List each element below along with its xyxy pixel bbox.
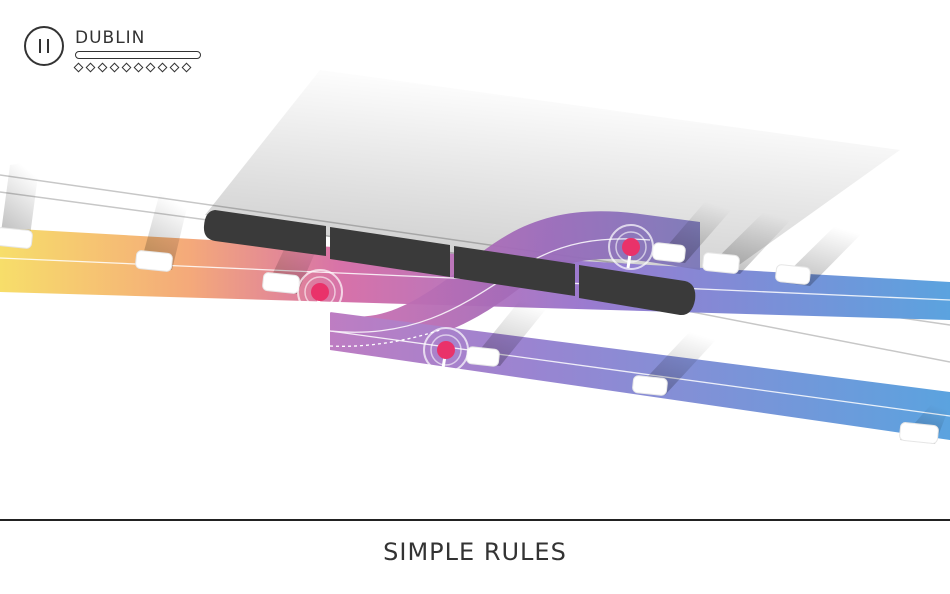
passenger: [899, 422, 939, 444]
train-car: [454, 246, 575, 296]
star-icon: [157, 62, 168, 73]
passenger: [262, 272, 300, 294]
level-progress-bar: [75, 51, 201, 59]
city-name: DUBLIN: [75, 28, 146, 48]
passenger: [775, 264, 811, 285]
passenger: [135, 250, 173, 272]
level-stars: [73, 62, 192, 73]
divider: [0, 519, 950, 521]
game-scene: [0, 70, 950, 444]
train[interactable]: [203, 210, 696, 316]
train-car: [579, 265, 696, 316]
star-icon: [181, 62, 192, 73]
passenger: [652, 242, 686, 263]
signal-switch[interactable]: [423, 327, 469, 373]
star-icon: [133, 62, 144, 73]
star-icon: [85, 62, 96, 73]
star-icon: [109, 62, 120, 73]
star-icon: [145, 62, 156, 73]
signal-switch[interactable]: [297, 269, 343, 315]
star-icon: [73, 62, 84, 73]
passenger: [702, 252, 740, 274]
passenger: [0, 227, 33, 249]
dashed-route: [329, 329, 441, 347]
caption: SIMPLE RULES: [383, 538, 567, 566]
signal-switch[interactable]: [608, 224, 654, 270]
passenger: [632, 375, 668, 396]
passenger: [466, 346, 500, 367]
pause-button[interactable]: [24, 26, 64, 66]
star-icon: [169, 62, 180, 73]
star-icon: [121, 62, 132, 73]
star-icon: [97, 62, 108, 73]
train-car: [203, 210, 326, 256]
train-car: [330, 227, 450, 277]
